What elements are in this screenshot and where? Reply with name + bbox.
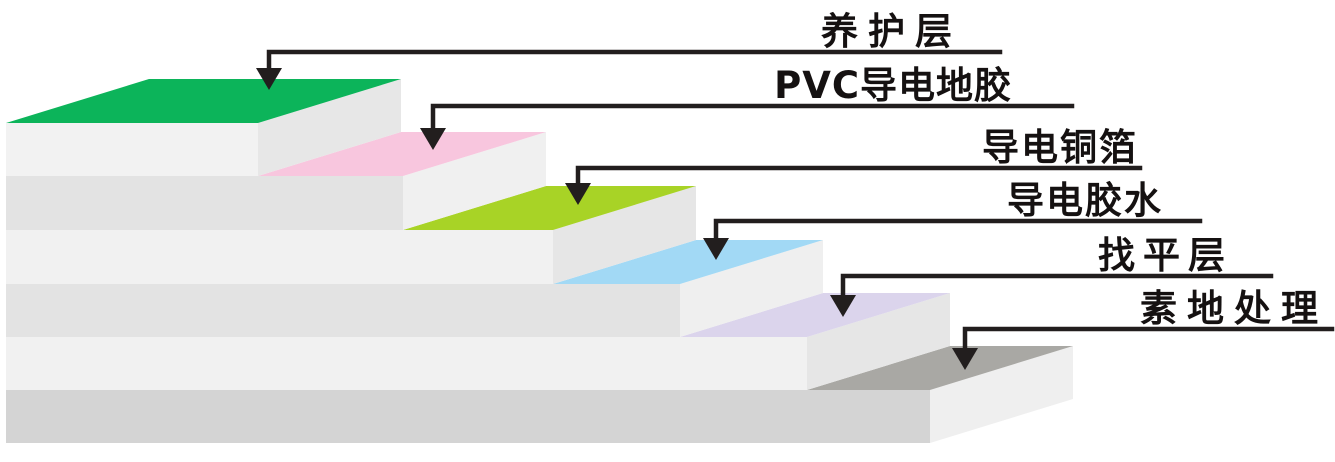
conductive-adhesive-leader-line	[713, 218, 1203, 249]
leveling-layer-top-face	[680, 293, 950, 337]
leveling-layer-label: 找平层	[1098, 234, 1233, 277]
leveling-layer-front-face	[6, 337, 807, 390]
pvc-conductive-floor-tile-side-face	[403, 132, 546, 230]
conductive-adhesive-label: 导电胶水	[1007, 179, 1163, 222]
conductive-copper-foil-arrowhead-icon	[565, 183, 591, 205]
pvc-conductive-floor-tile-label: PVC导电地胶	[774, 64, 1012, 107]
curing-layer-front-face	[6, 123, 258, 176]
curing-layer-side-face	[258, 79, 401, 176]
conductive-adhesive-top-face	[553, 240, 823, 284]
curing-layer-arrowhead-icon	[256, 68, 282, 90]
base-ground-treatment-side-face	[930, 346, 1073, 443]
conductive-copper-foil-label: 导电铜箔	[982, 126, 1138, 169]
leveling-layer-arrowhead-icon	[830, 295, 856, 317]
conductive-copper-foil-front-face	[6, 230, 553, 284]
base-ground-treatment-leader-line	[962, 326, 1335, 359]
conductive-adhesive-side-face	[680, 240, 823, 337]
conductive-adhesive-arrowhead-icon	[703, 238, 729, 260]
pvc-conductive-floor-tile-top-face	[258, 132, 546, 176]
pvc-conductive-floor-tile-front-face	[6, 176, 403, 230]
base-ground-treatment-arrowhead-icon	[952, 348, 978, 370]
conductive-copper-foil-top-face	[403, 186, 696, 230]
base-ground-treatment-top-face	[807, 346, 1073, 390]
base-ground-treatment-front-face	[6, 390, 930, 443]
conductive-copper-foil-side-face	[553, 186, 696, 284]
curing-layer-top-face	[6, 79, 401, 123]
pvc-conductive-floor-tile-leader-line	[430, 103, 1075, 139]
pvc-conductive-floor-tile-arrowhead-icon	[420, 128, 446, 150]
leveling-layer-side-face	[807, 293, 950, 390]
leveling-layer-leader-line	[840, 273, 1274, 306]
base-ground-treatment-label: 素地处理	[1140, 287, 1328, 330]
conductive-adhesive-front-face	[6, 284, 680, 337]
curing-layer-label: 养护层	[821, 10, 962, 53]
